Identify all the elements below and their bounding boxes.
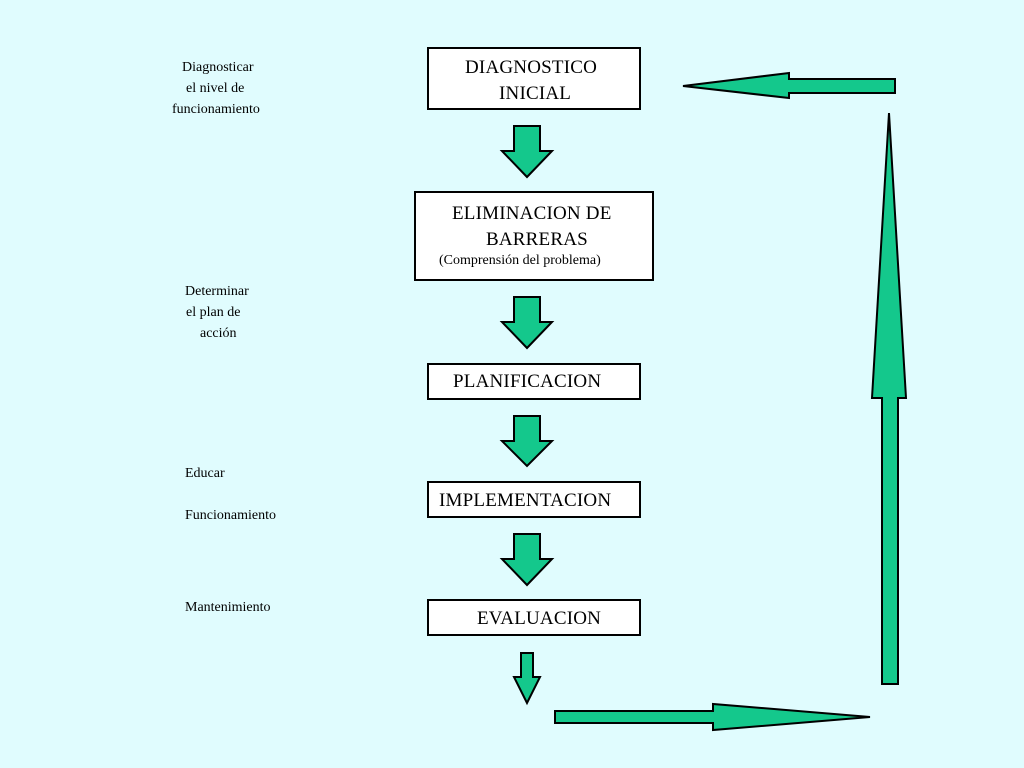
step-subtitle: (Comprensión del problema) [439,253,601,268]
step-implementacion: IMPLEMENTACION [427,481,641,518]
down-arrow-icon [512,652,542,706]
feedback-loop-arrow-icon [870,112,908,685]
down-arrow-icon [499,296,555,350]
label-line: el nivel de [186,81,245,96]
step-title-line1: PLANIFICACION [453,371,602,392]
label-line: Diagnosticar [182,60,254,75]
label-line: el plan de [186,305,241,320]
step-title-line1: EVALUACION [477,608,602,629]
feedback-loop-arrow-icon [554,702,871,732]
step-planificacion: PLANIFICACION [427,363,641,400]
step-title-line2: INICIAL [499,83,572,104]
label-line: Determinar [185,284,249,299]
down-arrow-icon [499,125,555,179]
label-line: Educar [185,466,225,481]
label-line: Funcionamiento [185,508,276,523]
down-arrow-icon [499,415,555,468]
feedback-loop-arrow-icon [682,71,896,100]
step-title-line2: BARRERAS [486,229,588,250]
step-evaluacion: EVALUACION [427,599,641,636]
step-diagnostico-inicial: DIAGNOSTICO INICIAL [427,47,641,110]
step-eliminacion-barreras: ELIMINACION DE BARRERAS (Comprensión del… [414,191,654,281]
label-line: Mantenimiento [185,600,271,615]
label-line: funcionamiento [172,102,260,117]
label-line: acción [200,326,237,341]
step-title-line1: ELIMINACION DE [452,203,612,224]
down-arrow-icon [499,533,555,587]
step-title-line1: DIAGNOSTICO [465,57,598,78]
step-title-line1: IMPLEMENTACION [439,490,612,511]
